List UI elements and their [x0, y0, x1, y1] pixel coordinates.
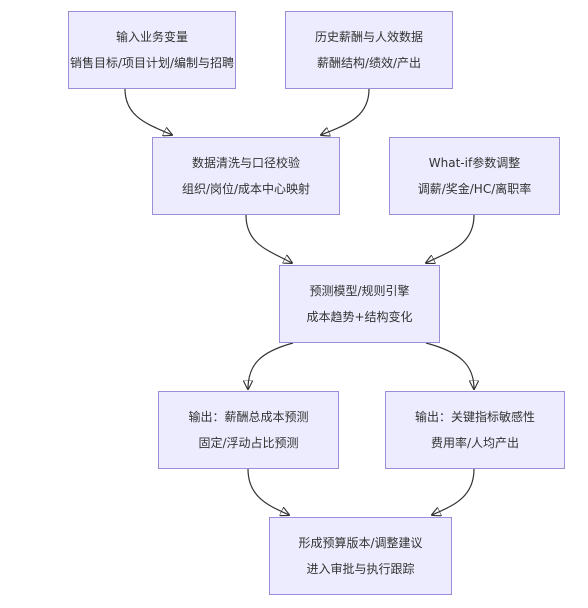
node-historical-compensation-data: 历史薪酬与人效数据 薪酬结构/绩效/产出 [285, 11, 453, 89]
node-title: 历史薪酬与人效数据 [314, 30, 423, 44]
node-data-cleansing-validation: 数据清洗与口径校验 组织/岗位/成本中心映射 [152, 137, 340, 215]
node-subtitle: 进入审批与执行跟踪 [306, 562, 415, 576]
node-subtitle: 成本趋势+结构变化 [306, 310, 413, 324]
node-title: 数据清洗与口径校验 [191, 156, 300, 170]
node-subtitle: 调薪/奖金/HC/离职率 [417, 182, 532, 196]
node-output-total-cost-forecast: 输出：薪酬总成本预测 固定/浮动占比预测 [158, 391, 339, 469]
node-forecast-model-engine: 预测模型/规则引擎 成本趋势+结构变化 [279, 265, 440, 343]
node-what-if-parameters: What-if参数调整 调薪/奖金/HC/离职率 [389, 137, 560, 215]
node-subtitle: 组织/岗位/成本中心映射 [181, 182, 311, 196]
node-output-kpi-sensitivity: 输出：关键指标敏感性 费用率/人均产出 [385, 391, 565, 469]
node-input-business-variables: 输入业务变量 销售目标/项目计划/编制与招聘 [68, 11, 236, 89]
node-subtitle: 销售目标/项目计划/编制与招聘 [69, 56, 235, 70]
node-budget-version-recommendation: 形成预算版本/调整建议 进入审批与执行跟踪 [269, 517, 452, 595]
node-title: 输入业务变量 [115, 30, 188, 44]
node-subtitle: 费用率/人均产出 [430, 436, 520, 450]
node-title: 形成预算版本/调整建议 [298, 536, 423, 550]
node-subtitle: 薪酬结构/绩效/产出 [316, 56, 422, 70]
edge-n1-n3 [124, 88, 172, 135]
node-title: 预测模型/规则引擎 [309, 284, 410, 298]
node-subtitle: 固定/浮动占比预测 [198, 436, 299, 450]
edge-n6-n8 [247, 468, 289, 515]
edge-n5-n6 [248, 342, 294, 389]
edge-n3-n5 [245, 214, 292, 263]
node-title: What-if参数调整 [428, 156, 521, 170]
edge-n5-n7 [425, 342, 474, 389]
edge-n7-n8 [432, 468, 475, 515]
node-title: 输出：薪酬总成本预测 [188, 410, 309, 424]
edge-n2-n3 [321, 88, 370, 135]
edge-n4-n5 [426, 214, 475, 263]
node-title: 输出：关键指标敏感性 [414, 410, 535, 424]
